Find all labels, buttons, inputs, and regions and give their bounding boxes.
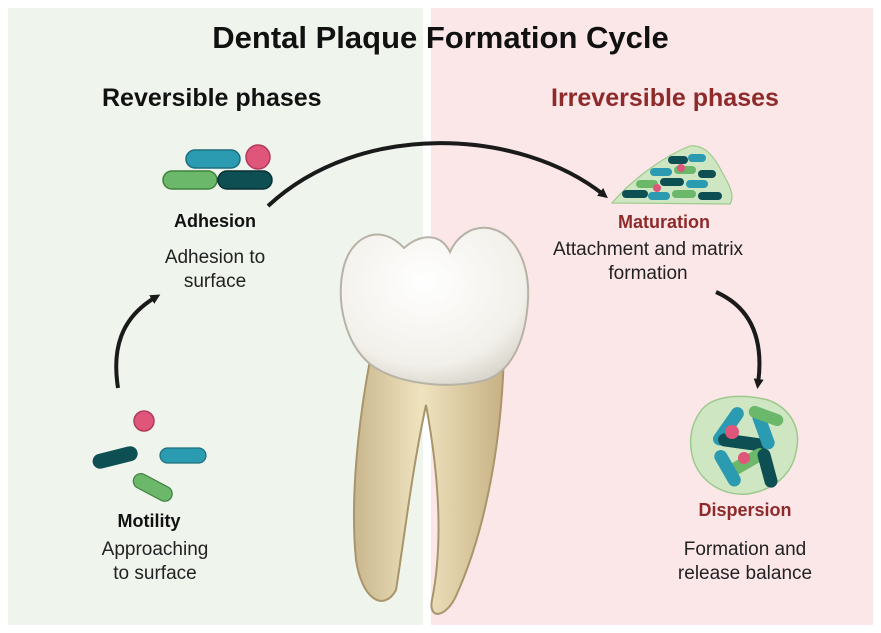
maturation-desc-line2: formation	[524, 262, 772, 286]
dispersion-floc-icon	[691, 396, 798, 494]
motility-bacteria-icon	[91, 411, 206, 504]
arrow-motility-to-adhesion-icon	[116, 297, 156, 388]
adhesion-desc-line2: surface	[134, 270, 296, 294]
maturation-description: Attachment and matrix formation	[524, 238, 772, 286]
maturation-biofilm-icon	[612, 146, 732, 204]
motility-desc-line1: Approaching	[74, 538, 236, 562]
dispersion-desc-line1: Formation and	[650, 538, 840, 562]
tooth-icon	[341, 228, 528, 614]
arrow-adhesion-to-maturation-icon	[268, 143, 604, 206]
dispersion-label: Dispersion	[670, 500, 820, 521]
maturation-label: Maturation	[584, 212, 744, 233]
diagram-title: Dental Plaque Formation Cycle	[0, 20, 881, 56]
motility-desc-line2: to surface	[74, 562, 236, 586]
adhesion-bacteria-icon	[163, 145, 272, 189]
dispersion-description: Formation and release balance	[650, 538, 840, 586]
dispersion-desc-line2: release balance	[650, 562, 840, 586]
motility-label: Motility	[74, 511, 224, 532]
reversible-phases-heading: Reversible phases	[102, 84, 322, 113]
adhesion-description: Adhesion to surface	[134, 246, 296, 294]
adhesion-desc-line1: Adhesion to	[134, 246, 296, 270]
motility-description: Approaching to surface	[74, 538, 236, 586]
maturation-desc-line1: Attachment and matrix	[524, 238, 772, 262]
adhesion-label: Adhesion	[140, 211, 290, 232]
irreversible-phases-heading: Irreversible phases	[551, 84, 779, 113]
arrow-maturation-to-dispersion-icon	[716, 292, 759, 384]
